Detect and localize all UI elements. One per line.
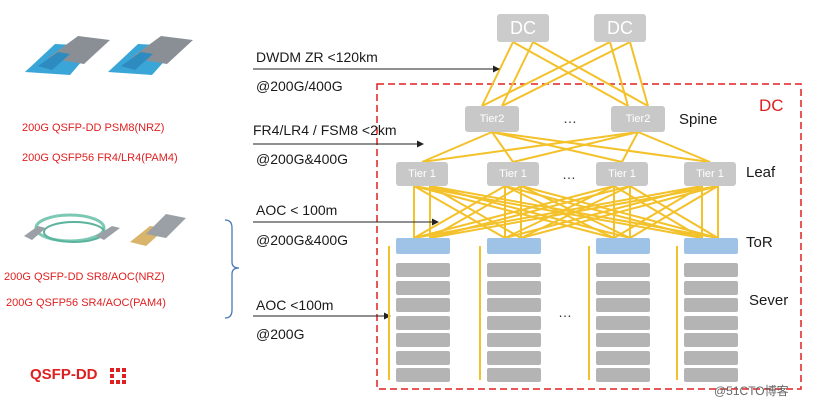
link-tier1-tor <box>413 185 615 239</box>
link-dc-tier2 <box>629 41 649 107</box>
dc-boundary-label: DC <box>759 96 784 115</box>
qsfp-dd-logo: QSFP-DD <box>30 366 98 383</box>
rack-cable <box>588 246 590 380</box>
link-dc-tier2 <box>609 41 629 107</box>
link-aoc-leaf-line2: @200G&400G <box>256 232 349 248</box>
server-unit <box>596 263 650 277</box>
tier2-ellipsis: … <box>563 110 577 126</box>
link-tier2-tier1 <box>491 131 711 163</box>
link-aoc-server-line1: AOC <100m <box>256 297 334 313</box>
aoc-cable-image <box>24 213 120 243</box>
rack-cable <box>676 246 678 380</box>
link-tier2-tier1 <box>512 131 639 163</box>
tier1-node-4: Tier 1 <box>684 162 736 186</box>
link-tier2-tier1 <box>637 131 711 163</box>
link-dc-tier2 <box>481 41 611 107</box>
server-unit <box>396 315 450 330</box>
link-tier2-tier1 <box>621 131 639 163</box>
server-unit <box>684 368 738 382</box>
layer-label-spine: Spine <box>679 111 718 128</box>
server-unit <box>596 298 650 312</box>
module-brace <box>224 219 240 319</box>
server-unit <box>396 350 450 365</box>
server-unit <box>396 263 450 277</box>
layer-label-server: Sever <box>749 292 789 309</box>
tier1-node-1: Tier 1 <box>396 162 448 186</box>
link-dc-tier2 <box>512 41 629 107</box>
link-tier1-tor <box>504 185 703 239</box>
link-fr4-line2: @200G&400G <box>256 151 349 167</box>
tor-switch <box>684 238 738 254</box>
server-unit <box>684 315 738 330</box>
link-tier2-tier1 <box>421 131 493 163</box>
tier1-node-3: Tier 1 <box>596 162 648 186</box>
link-aoc-leaf-line1: AOC < 100m <box>256 202 338 218</box>
server-unit <box>396 368 450 382</box>
rack-cable <box>479 246 481 380</box>
layer-label-tor: ToR <box>746 234 773 251</box>
server-unit <box>684 280 738 295</box>
tier2-node-1: Tier2 <box>465 106 519 132</box>
link-tier2-tier1 <box>491 131 623 163</box>
server-unit <box>396 298 450 312</box>
link-fr4-line1: FR4/LR4 / FSM8 <2km <box>253 122 397 138</box>
link-dwdm-line2: @200G/400G <box>256 78 343 94</box>
link-tier1-tor <box>629 185 719 239</box>
qsfp56-sr4-module-image <box>130 214 186 246</box>
server-unit <box>596 315 650 330</box>
rack-cable <box>388 246 390 380</box>
server-unit <box>684 333 738 347</box>
server-unit <box>684 350 738 365</box>
server-unit <box>596 350 650 365</box>
link-aoc-server-line2: @200G <box>256 326 305 342</box>
link-dc-tier2 <box>481 41 514 107</box>
link-dc-tier2 <box>532 41 649 107</box>
tier1-node-2: Tier 1 <box>487 162 539 186</box>
server-unit <box>487 368 541 382</box>
server-unit <box>487 263 541 277</box>
server-unit <box>596 368 650 382</box>
server-unit <box>487 350 541 365</box>
tier1-ellipsis: … <box>562 166 576 182</box>
server-unit <box>487 280 541 295</box>
server-unit <box>596 333 650 347</box>
tor-switch <box>487 238 541 254</box>
server-unit <box>684 263 738 277</box>
server-unit <box>487 298 541 312</box>
tier2-node-2: Tier2 <box>611 106 665 132</box>
tor-switch <box>596 238 650 254</box>
tor-switch <box>396 238 450 254</box>
link-dc-tier2 <box>501 41 631 107</box>
link-tier1-tor <box>613 185 703 239</box>
link-tier2-tier1 <box>491 131 514 163</box>
dc-node-2: DC <box>594 14 646 42</box>
qsfp-dd-psm8-module-image <box>25 36 110 75</box>
link-tier1-tor <box>413 185 703 239</box>
link-dwdm-line1: DWDM ZR <120km <box>256 49 378 65</box>
module-label-qsfp-dd-sr8: 200G QSFP-DD SR8/AOC(NRZ) <box>4 271 165 283</box>
link-tier1-tor <box>413 185 506 239</box>
qsfp-dd-logo-mark <box>110 368 126 384</box>
module-label-qsfp56-sr4: 200G QSFP56 SR4/AOC(PAM4) <box>6 297 166 309</box>
module-label-qsfp-dd-psm8: 200G QSFP-DD PSM8(NRZ) <box>22 122 165 134</box>
watermark: @51CTO博客 <box>714 384 789 398</box>
qsfp56-fr4-module-image <box>108 36 193 75</box>
layer-label-leaf: Leaf <box>746 164 776 181</box>
server-ellipsis: … <box>558 304 572 320</box>
server-unit <box>396 333 450 347</box>
server-unit <box>487 315 541 330</box>
server-unit <box>684 298 738 312</box>
dc-node-1: DC <box>497 14 549 42</box>
server-unit <box>487 333 541 347</box>
link-tier1-tor <box>520 185 719 239</box>
link-tier2-tier1 <box>421 131 639 163</box>
server-unit <box>596 280 650 295</box>
link-dc-tier2 <box>501 41 534 107</box>
module-label-qsfp56-fr4: 200G QSFP56 FR4/LR4(PAM4) <box>22 152 178 164</box>
server-unit <box>396 280 450 295</box>
